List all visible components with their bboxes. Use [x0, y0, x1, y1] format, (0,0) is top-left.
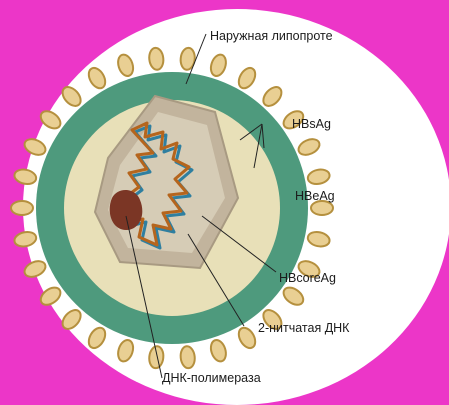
lipoprotein-spike-icon [11, 201, 33, 215]
label-hbsag: HBsAg [292, 117, 331, 131]
dna-polymerase-blob-icon [110, 190, 143, 230]
lipoprotein-spike-icon [311, 201, 333, 215]
label-dna-polymerase: ДНК-полимераза [162, 371, 261, 385]
label-hbcoreag: HBcoreAg [279, 271, 336, 285]
label-dna: 2-нитчатая ДНК [258, 321, 350, 335]
label-outer-lipoprotein: Наружная липопроте [210, 29, 333, 43]
label-hbeag: HBeAg [295, 189, 335, 203]
